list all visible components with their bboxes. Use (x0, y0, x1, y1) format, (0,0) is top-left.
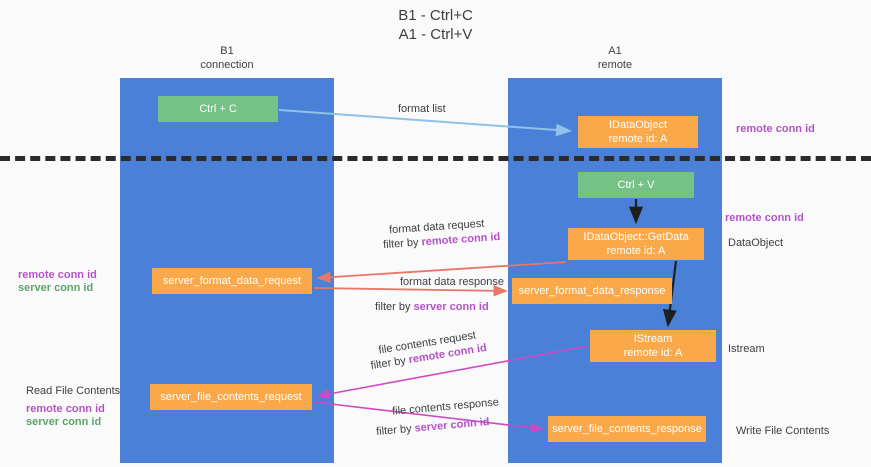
annotation-left-server-conn-id-bottom: server conn id (26, 416, 102, 428)
swimlane-b1-name: B1 (220, 45, 234, 57)
node-idataobject-getdata-label: IDataObject::GetData (583, 231, 689, 243)
annotation-write-file-contents: Write File Contents (736, 425, 830, 437)
node-server-format-data-response[interactable]: server_format_data_response (512, 278, 672, 304)
swimlane-a1-header: A1 remote (508, 44, 722, 72)
page-title: B1 - Ctrl+C A1 - Ctrl+V (0, 6, 871, 44)
node-istream[interactable]: IStream remote id: A (590, 330, 716, 362)
node-server-file-contents-request[interactable]: server_file_contents_request (150, 384, 312, 410)
node-ctrl-v-label: Ctrl + V (617, 179, 655, 191)
filter-prefix: filter by (375, 301, 414, 313)
node-istream-sub: remote id: A (623, 347, 683, 359)
filter-key: remote conn id (421, 230, 501, 249)
annotation-left-server-conn-id-mid: server conn id (18, 282, 94, 294)
annotation-dataobject: DataObject (728, 237, 784, 249)
node-server-format-data-request-label: server_format_data_request (162, 275, 302, 287)
edge-label-format-data-response: format data response (400, 276, 504, 288)
swimlane-b1-header: B1 connection (120, 44, 334, 72)
swimlane-b1-role: connection (200, 59, 254, 71)
edge-label-format-list: format list (398, 103, 446, 115)
page-title-line2: A1 - Ctrl+V (398, 26, 473, 43)
node-ctrl-v[interactable]: Ctrl + V (578, 172, 694, 198)
node-istream-label: IStream (633, 333, 673, 345)
annotation-read-file-contents: Read File Contents (26, 385, 121, 397)
node-ctrl-c-label: Ctrl + C (199, 103, 237, 115)
filter-key: server conn id (413, 301, 489, 313)
edge-label-format-data-response-filter: filter by server conn id (375, 300, 489, 314)
page-title-line1: B1 - Ctrl+C (398, 7, 473, 24)
node-server-file-contents-request-label: server_file_contents_request (160, 391, 302, 403)
filter-prefix: filter by (382, 236, 422, 252)
annotation-left-remote-conn-id-mid: remote conn id (18, 269, 97, 281)
annotation-istream: Istream (728, 343, 765, 355)
node-idataobject-label: IDataObject (608, 119, 668, 131)
node-idataobject-getdata[interactable]: IDataObject::GetData remote id: A (568, 228, 704, 260)
filter-key: server conn id (414, 416, 491, 435)
edge-label-file-contents-response-filter: filter by server conn id (376, 415, 491, 439)
node-server-file-contents-response-label: server_file_contents_response (552, 423, 702, 435)
filter-prefix: filter by (375, 422, 416, 438)
node-server-format-data-request[interactable]: server_format_data_request (152, 268, 312, 294)
annotation-remote-conn-id-mid: remote conn id (725, 212, 804, 224)
filter-prefix: filter by (369, 354, 410, 373)
swimlane-a1-name: A1 (608, 45, 622, 57)
swimlane-a1-role: remote (597, 59, 633, 71)
node-ctrl-c[interactable]: Ctrl + C (158, 96, 278, 122)
node-idataobject-getdata-sub: remote id: A (606, 245, 666, 257)
node-idataobject-sub: remote id: A (608, 133, 668, 145)
node-server-file-contents-response[interactable]: server_file_contents_response (548, 416, 706, 442)
node-server-format-data-response-label: server_format_data_response (518, 285, 666, 297)
annotation-left-remote-conn-id-bottom: remote conn id (26, 403, 105, 415)
phase-divider (0, 156, 871, 161)
node-idataobject[interactable]: IDataObject remote id: A (578, 116, 698, 148)
annotation-remote-conn-id-top: remote conn id (736, 123, 815, 135)
